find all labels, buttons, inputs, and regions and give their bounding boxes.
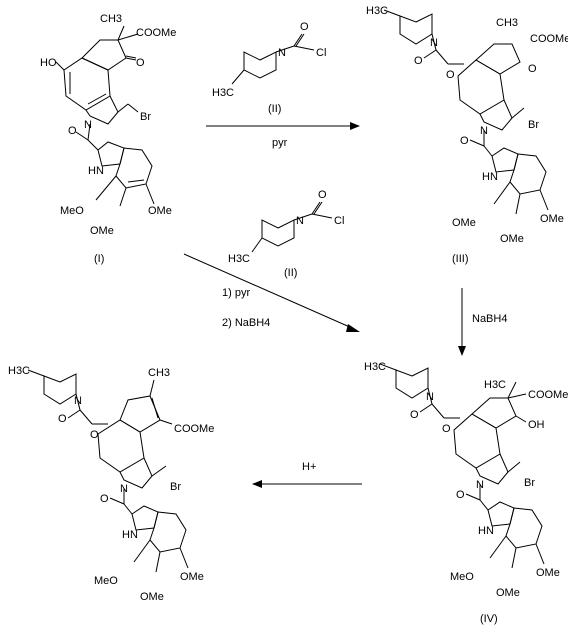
label-o-ester-IV: O: [442, 423, 451, 435]
arrow-3-condition: NaBH4: [472, 313, 507, 325]
label-o-II-top: O: [300, 21, 309, 33]
label-br-III: Br: [528, 119, 539, 131]
compound-id-II-top: (II): [268, 103, 281, 115]
label-ch3-final: CH3: [148, 367, 170, 379]
compound-id-III: (III): [452, 253, 469, 265]
label-hn-I: HN: [88, 165, 104, 177]
label-oh-IV: OH: [528, 419, 545, 431]
compound-id-IV: (IV): [480, 613, 498, 625]
label-hn-III: HN: [482, 171, 498, 183]
label-o-amide-I: O: [68, 125, 77, 137]
label-o-carb-final: O: [58, 413, 67, 425]
label-ch3-I: CH3: [100, 13, 122, 25]
label-coome-IV: COOMe: [528, 389, 568, 401]
compound-id-II-mid: (II): [284, 267, 297, 279]
label-meo-IV: MeO: [450, 571, 474, 583]
label-ome-ring-I: OMe: [148, 205, 172, 217]
label-ome-ring-III: OMe: [540, 213, 564, 225]
label-o-ester-III: O: [446, 69, 455, 81]
label-n-final: N: [120, 483, 128, 495]
label-br-final: Br: [170, 481, 181, 493]
label-o-ester-final: O: [90, 429, 99, 441]
label-n-I: N: [84, 119, 92, 131]
label-o-amide-final: O: [100, 493, 109, 505]
label-ch3-III: CH3: [496, 17, 518, 29]
label-meo-III: OMe: [452, 217, 476, 229]
label-n-pip-III: N: [430, 37, 438, 49]
compound-III: H3C N O O CH3 COOMe O N Br O HN OMe OMe …: [366, 5, 568, 265]
label-ome-ring-final: OMe: [180, 571, 204, 583]
label-n-III: N: [480, 125, 488, 137]
label-n1-II-mid: N: [296, 215, 304, 227]
label-h3c-IV: H3C: [364, 361, 386, 373]
label-oxo-I: O: [136, 57, 145, 69]
label-ho-I: HO: [40, 57, 57, 69]
compound-IV: H3C N O O H3C COOMe OH N Br O HN MeO OMe…: [364, 361, 568, 625]
reagent-II-middle: O Cl N H3C (II): [228, 189, 344, 279]
label-ome-bottom-III: OMe: [500, 233, 524, 245]
arrow-3: NaBH4: [458, 288, 507, 356]
label-o-amide-III: O: [460, 135, 469, 147]
label-o-II-mid: O: [318, 189, 327, 201]
label-coome-III: COOMe: [530, 33, 568, 45]
arrow-4: H+: [252, 461, 362, 488]
label-coome-final: COOMe: [174, 423, 214, 435]
label-br-IV: Br: [524, 477, 535, 489]
label-br-I: Br: [140, 111, 151, 123]
label-meo-final: MeO: [94, 575, 118, 587]
label-ome-bottom-final: OMe: [140, 591, 164, 603]
arrow-4-condition: H+: [302, 461, 316, 473]
label-cl-II-mid: Cl: [334, 215, 344, 227]
label-hn-final: HN: [122, 529, 138, 541]
label-ch3-IV: H3C: [484, 379, 506, 391]
arrow-2-condition-2: 2) NaBH4: [222, 317, 270, 329]
label-oxo-III: O: [528, 63, 537, 75]
label-hn-IV: HN: [478, 525, 494, 537]
label-h3c-III: H3C: [366, 5, 388, 17]
label-n-pip-final: N: [74, 395, 82, 407]
label-meo-I: MeO: [60, 205, 84, 217]
label-o-carb-III: O: [414, 55, 423, 67]
label-o-carb-IV: O: [410, 409, 419, 421]
label-ome-bottom-IV: OMe: [496, 587, 520, 599]
arrow-2-condition-1: 1) pyr: [222, 287, 250, 299]
arrow-1-condition: pyr: [272, 137, 288, 149]
label-cl-II-top: Cl: [316, 47, 326, 59]
label-h3c-final: H3C: [8, 365, 30, 377]
arrow-1: pyr: [206, 122, 360, 149]
compound-id-I: (I): [94, 253, 104, 265]
reagent-II-top: O Cl N H3C (II): [212, 21, 326, 115]
label-n1-II-top: N: [278, 47, 286, 59]
arrow-2: 1) pyr 2) NaBH4: [183, 253, 360, 332]
label-n-pip-IV: N: [426, 391, 434, 403]
compound-I: HO CH3 COOMe O N Br O HN MeO OMe OMe (I): [40, 13, 176, 265]
label-o-amide-IV: O: [456, 489, 465, 501]
label-h3c-II-top: H3C: [212, 87, 234, 99]
label-ome-ring-IV: OMe: [536, 567, 560, 579]
label-ome-bottom-I: OMe: [90, 225, 114, 237]
compound-final: H3C N O O CH3 COOMe N Br O HN MeO OMe OM…: [8, 365, 214, 603]
label-n-IV: N: [476, 479, 484, 491]
label-h3c-II-mid: H3C: [228, 253, 250, 265]
label-coome-I: COOMe: [136, 27, 176, 39]
